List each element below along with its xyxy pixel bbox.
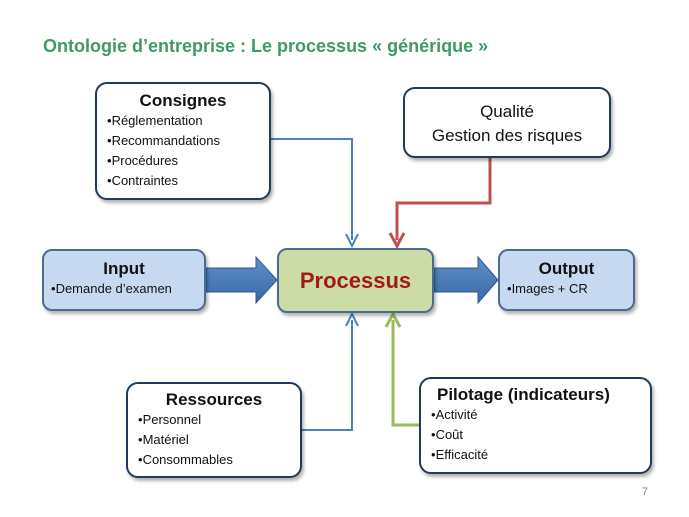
list-item: Procédures [107,151,269,171]
input-box: Input Demande d’examen [42,249,206,311]
qualite-line-2: Gestion des risques [431,126,583,145]
list-item: Réglementation [107,111,269,131]
list-item: Recommandations [107,131,269,151]
pilotage-list: Activité Coût Efficacité [431,405,650,465]
list-item: Efficacité [431,445,650,465]
arrow-qualite-to-processus [395,158,492,240]
consignes-heading: Consignes [139,91,227,110]
arrowhead-consignes [345,233,359,249]
arrowhead-pilotage [384,310,402,328]
processus-label: Processus [299,267,412,293]
input-heading: Input [103,259,145,278]
pilotage-heading: Pilotage (indicateurs) [437,385,610,404]
ressources-list: Personnel Matériel Consommables [138,410,300,470]
list-item: Images + CR [507,279,633,299]
arrow-pilotage-to-processus [391,320,419,427]
qualite-line-1: Qualité [480,102,534,121]
block-arrow-processus-to-output [433,255,499,305]
output-list: Images + CR [507,279,633,299]
list-item: Contraintes [107,171,269,191]
consignes-list: Réglementation Recommandations Procédure… [107,111,269,191]
ressources-box: Ressources Personnel Matériel Consommabl… [126,382,302,478]
slide-title: Ontologie d’entreprise : Le processus « … [43,36,489,56]
processus-box: Processus [277,248,434,313]
ressources-heading: Ressources [165,390,263,409]
list-item: Personnel [138,410,300,430]
block-arrow-input-to-processus [205,255,278,305]
qualite-box: Qualité Gestion des risques [403,87,611,158]
list-item: Coût [431,425,650,445]
arrowhead-qualite [388,232,406,250]
output-box: Output Images + CR [498,249,635,311]
list-item: Demande d’examen [51,279,204,299]
consignes-box: Consignes Réglementation Recommandations… [95,82,271,200]
slide-number: 7 [641,486,648,498]
arrow-ressources-to-processus [302,320,353,431]
output-heading: Output [538,259,595,278]
arrowhead-ressources [345,311,359,327]
list-item: Consommables [138,450,300,470]
list-item: Matériel [138,430,300,450]
input-list: Demande d’examen [51,279,204,299]
arrow-consignes-to-processus [271,138,353,240]
pilotage-box: Pilotage (indicateurs) Activité Coût Eff… [419,377,652,474]
list-item: Activité [431,405,650,425]
